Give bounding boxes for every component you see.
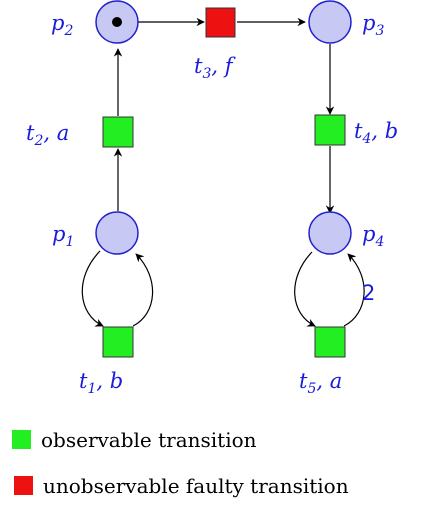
label-p3: p3: [362, 11, 384, 39]
label-t4: t4, b: [354, 119, 398, 147]
label-t2: t2, a: [26, 121, 69, 149]
legend-swatch-faulty: [14, 476, 33, 495]
arc-weight-label: 2: [362, 281, 375, 305]
legend-label-faulty: unobservable faulty transition: [43, 474, 349, 498]
transition-t1: [102, 326, 134, 358]
place-p1: [95, 211, 139, 255]
place-p3: [308, 0, 352, 44]
transition-t2: [102, 116, 134, 148]
arc-t1-p1: [132, 253, 154, 327]
label-p4: p4: [362, 222, 384, 250]
transition-t4: [314, 114, 346, 146]
label-t3: t3, f: [194, 54, 236, 82]
transitions: [102, 7, 346, 358]
token-dot: [112, 17, 122, 27]
transition-t3: [205, 7, 236, 38]
label-t5: t5, a: [299, 369, 342, 397]
transition-t5: [314, 326, 346, 358]
arc-p4-t5: [294, 251, 316, 327]
place-p4: [308, 211, 352, 255]
arc-t5-p4: [343, 253, 365, 327]
places: [95, 0, 352, 255]
arc-p1-t1: [81, 250, 104, 327]
label-p2: p2: [51, 11, 73, 39]
arcs: [81, 17, 365, 327]
legend-label-observable: observable transition: [41, 428, 257, 452]
legend-swatch-observable: [12, 430, 31, 449]
legend: observable transition unobservable fault…: [12, 428, 349, 498]
label-t1: t1, b: [79, 369, 123, 397]
label-p1: p1: [52, 222, 74, 250]
